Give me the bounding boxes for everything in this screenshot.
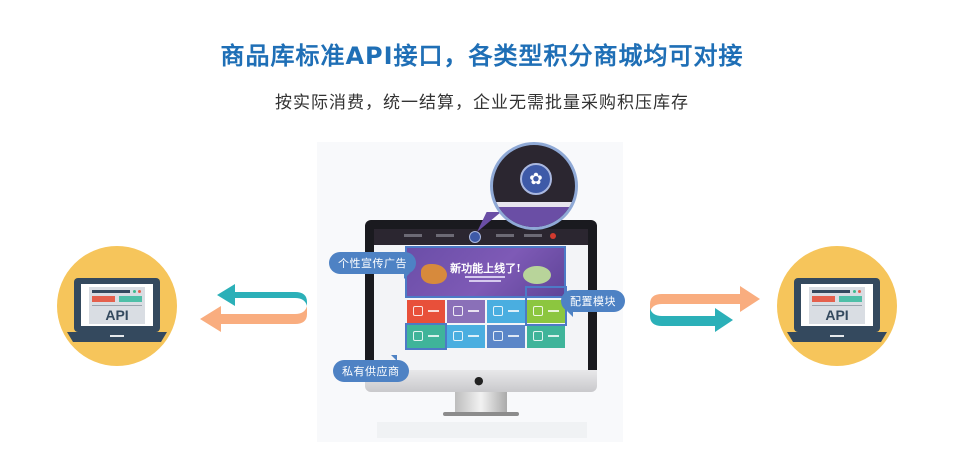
page-title: 商品库标准API接口，各类型积分商城均可对接	[220, 42, 744, 70]
screen-top-nav	[374, 229, 588, 245]
callout-ad: 个性宣传广告	[329, 252, 416, 279]
laptop-base	[787, 332, 887, 342]
module-tile	[487, 325, 525, 348]
food-deco-icon	[421, 264, 447, 284]
api-badge-left: API	[57, 246, 177, 366]
module-tile	[527, 325, 565, 348]
avatar-icon	[469, 231, 481, 243]
monitor-illustration: 新功能上线了! ● ✿ 个性宣传广告 配置模块	[317, 142, 625, 442]
mascot-avatar-icon: ✿	[520, 163, 552, 195]
api-label: API	[105, 307, 129, 323]
bidirectional-arrows-icon	[200, 284, 307, 332]
callout-supplier: 私有供应商	[333, 355, 409, 382]
promo-banner: 新功能上线了!	[405, 246, 566, 298]
module-tile	[447, 300, 485, 323]
notification-dot-icon	[550, 233, 556, 239]
module-tile	[407, 325, 445, 348]
bidirectional-arrows-icon	[650, 286, 760, 332]
monitor-stand	[455, 392, 507, 414]
monitor-stand-foot	[443, 412, 519, 416]
laptop-base	[67, 332, 167, 342]
callout-modules: 配置模块	[561, 290, 625, 317]
module-tile	[487, 300, 525, 323]
module-highlight	[525, 286, 567, 326]
laptop-api-icon: API	[74, 278, 160, 332]
api-badge-right: API	[777, 246, 897, 366]
monitor: 新功能上线了!	[365, 220, 597, 383]
monitor-screen: 新功能上线了!	[374, 229, 588, 374]
module-tile	[447, 325, 485, 348]
apple-logo-icon: ●	[474, 374, 484, 387]
banner-title: 新功能上线了!	[450, 262, 521, 275]
reflection	[377, 422, 587, 438]
api-label: API	[825, 307, 849, 323]
supplier-highlight	[405, 323, 447, 350]
page-subtitle: 按实际消费，统一结算，企业无需批量采购积压库存	[275, 93, 689, 113]
laptop-api-icon: API	[794, 278, 880, 332]
monitor-chin: ●	[365, 370, 597, 392]
magnifier-bubble: ✿	[490, 142, 578, 230]
food-deco-icon	[523, 266, 551, 284]
module-tile	[407, 300, 445, 323]
module-tile	[527, 300, 565, 323]
